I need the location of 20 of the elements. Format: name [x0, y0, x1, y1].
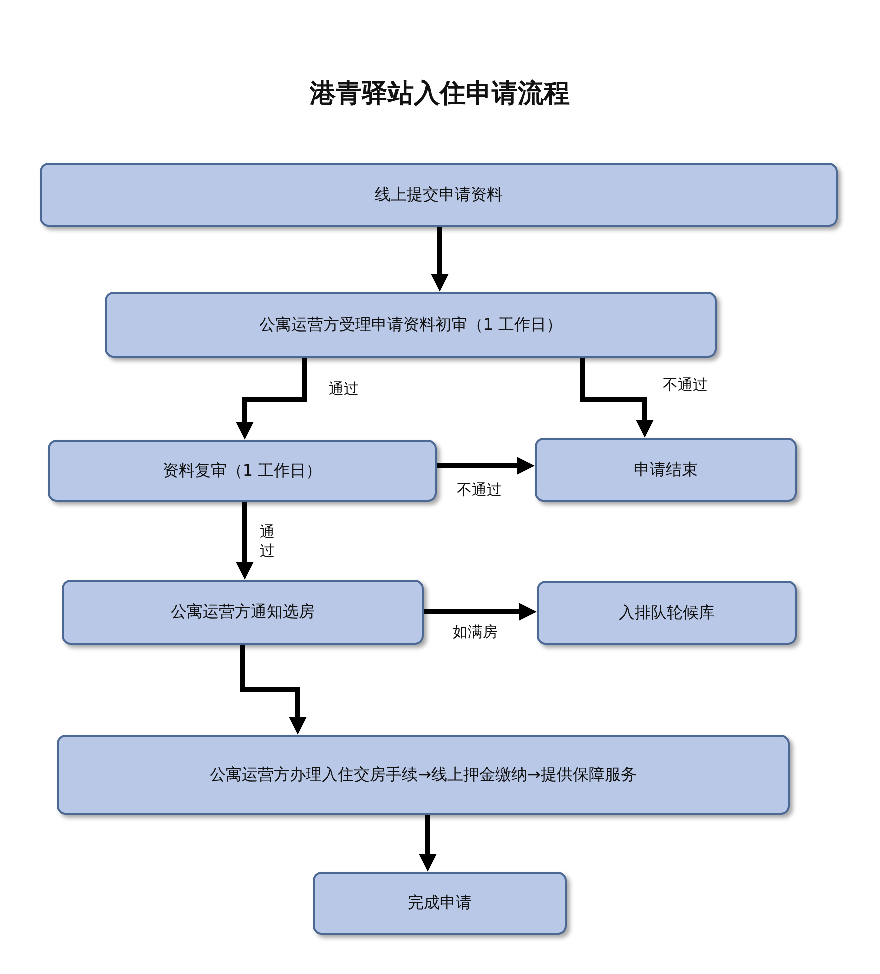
- arrow: [437, 457, 535, 475]
- process-box: 公寓运营方办理入住交房手续→线上押金缴纳→提供保障服务: [57, 735, 790, 815]
- arrow: [240, 645, 307, 735]
- arrow: [419, 815, 437, 872]
- process-box: 线上提交申请资料: [40, 163, 838, 227]
- process-box: 申请结束: [535, 438, 797, 502]
- arrow: [236, 502, 254, 580]
- process-box: 完成申请: [313, 872, 567, 935]
- arrow: [431, 227, 449, 292]
- process-box: 公寓运营方受理申请资料初审（1 工作日）: [105, 292, 717, 358]
- process-box: 公寓运营方通知选房: [62, 580, 424, 645]
- title: 港青驿站入住申请流程: [308, 78, 571, 111]
- edge-label: 不通过: [456, 481, 503, 500]
- arrow: [236, 358, 308, 440]
- process-box: 入排队轮候库: [537, 581, 797, 645]
- edge-label: 如满房: [452, 623, 499, 642]
- arrow: [424, 603, 537, 621]
- process-box: 资料复审（1 工作日）: [48, 440, 437, 502]
- arrow: [580, 358, 654, 438]
- edge-label: 不通过: [662, 376, 709, 395]
